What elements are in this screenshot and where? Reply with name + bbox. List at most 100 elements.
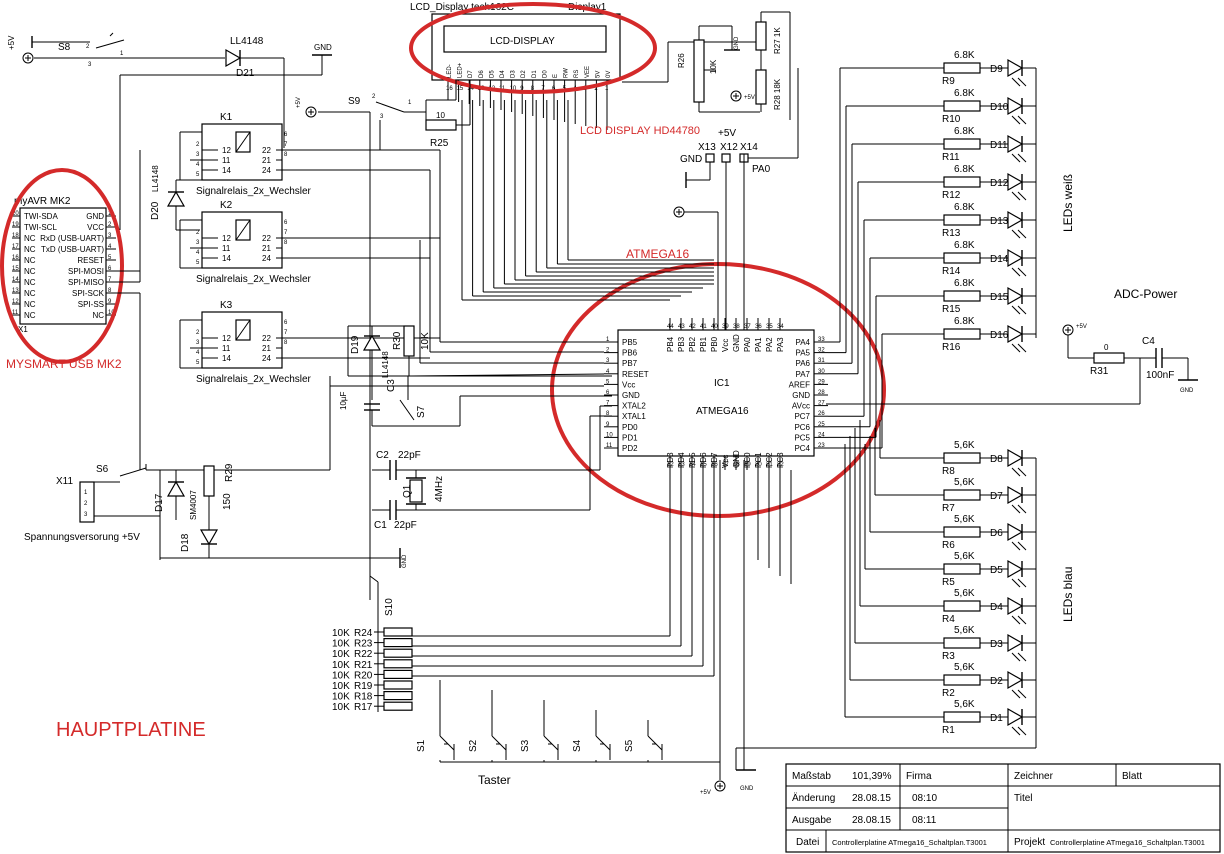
mcu-pin-gnd: GND: [792, 391, 810, 400]
mcu-pin-pa6: PA6: [795, 359, 810, 368]
mcu-pin-xtal1: XTAL1: [622, 412, 646, 421]
lcd-display: LCD_Display tech162C Display1 LCD-DISPLA…: [410, 2, 621, 130]
relay-pin: 12: [222, 146, 231, 155]
myavr-name: myAVR MK2: [14, 196, 71, 207]
led-ref: D4: [990, 602, 1003, 613]
leds-white-label: LEDs weiß: [1061, 174, 1075, 232]
lcd-pin-5v: 5V: [595, 71, 601, 78]
led-ref: D8: [990, 454, 1003, 465]
myavr-right-num: 7: [108, 277, 112, 283]
s7-label: S7: [416, 405, 427, 418]
mcu-pin-pc1: PC1: [754, 452, 763, 468]
lcd-pin-0v: 0V: [606, 71, 612, 78]
mcu-pin-num: 10: [606, 432, 613, 438]
mcu-pin-num: 14: [689, 462, 696, 468]
d17-label: D17: [154, 493, 165, 512]
relay-side-num: 2: [196, 330, 200, 336]
led-ref: D9: [990, 64, 1003, 75]
mcu-pin-num: 42: [689, 324, 696, 330]
myavr-right-pin: GND: [86, 212, 104, 221]
mcu-pin-num: 37: [744, 324, 751, 330]
r26-label: R26: [677, 53, 686, 68]
myavr-left-num: 19: [12, 222, 19, 228]
relay-label: Signalrelais_2x_Wechsler: [196, 186, 312, 197]
switch-label: S3: [520, 739, 531, 752]
gnd-power: GND: [402, 554, 408, 568]
adc-title: ADC-Power: [1114, 287, 1177, 301]
led-ref: D10: [990, 102, 1009, 113]
myavr-left-num: 13: [12, 288, 19, 294]
resistor-ref: R15: [942, 304, 961, 315]
lcd-pin-number: 7: [541, 86, 545, 92]
pulldown-ref: R21: [354, 660, 373, 671]
myavr-right-num: 2: [108, 222, 112, 228]
mcu-pin-num: 3: [606, 358, 610, 364]
mcu-pin-pb5: PB5: [622, 338, 638, 347]
lcd-pin-rw: RW: [564, 68, 570, 78]
led-ref: D7: [990, 491, 1003, 502]
tb-aenderung-time: 08:10: [912, 793, 937, 804]
c4-label: C4: [1142, 336, 1155, 347]
relay-pin: 14: [222, 254, 231, 263]
lcd-pin-number: 8: [531, 86, 535, 92]
pulldown-value: 10K: [332, 660, 350, 671]
d17-type: SM4007: [189, 490, 198, 520]
myavr-right-num: 8: [108, 288, 112, 294]
resistor-value: 6.8K: [954, 240, 975, 251]
d19-type: LL4148: [381, 351, 390, 378]
power-input: X11 1 2 3 Spannungsversorung +5V S6 D17 …: [24, 376, 408, 568]
x13-label: X13: [698, 142, 716, 153]
relay-pin: 21: [262, 156, 271, 165]
mcu-pin-num: 17: [722, 462, 729, 468]
relay-k2: K21211142221242345678Signalrelais_2x_Wec…: [179, 200, 440, 285]
q1-label: Q1: [402, 484, 413, 498]
myavr-right-pin: SPI-SCK: [72, 289, 105, 298]
relay-pin: 21: [262, 244, 271, 253]
mcu-pin-pd7: PD7: [710, 452, 719, 468]
r29-label: R29: [224, 463, 235, 482]
tb-aenderung-date: 28.08.15: [852, 793, 891, 804]
resistor-value: 5,6K: [954, 699, 975, 710]
lcd-pin-number: 2: [594, 86, 598, 92]
resistor-value: 6.8K: [954, 126, 975, 137]
resistor-ref: R11: [942, 152, 960, 163]
tb-blatt-label: Blatt: [1122, 771, 1142, 782]
mcu-pin-num: 40: [711, 324, 718, 330]
mcu-pin-num: 18: [733, 462, 740, 468]
relay-pin: 24: [262, 354, 271, 363]
led-ref: D6: [990, 528, 1003, 539]
mcu-pin-num: 35: [766, 324, 773, 330]
mcu-pin-vcc: Vcc: [721, 339, 730, 352]
leds-blue-label: LEDs blau: [1061, 567, 1075, 622]
led-ref: D11: [990, 140, 1008, 151]
plus5v-adc: +5V: [1076, 324, 1087, 330]
svg-text:1: 1: [120, 51, 124, 57]
myavr-mk2-module: myAVR MK2 X1 TWI-SDA20TWI-SCL19NC18NC17N…: [12, 196, 116, 334]
pulldown-ref: R24: [354, 628, 373, 639]
relay-label: Signalrelais_2x_Wechsler: [196, 374, 312, 385]
mcu-pin-num: 44: [667, 324, 674, 330]
s8-label: S8: [58, 42, 71, 53]
d20-label: D20: [150, 201, 161, 220]
mcu-pin-num: 19: [744, 462, 751, 468]
myavr-left-pin: NC: [24, 278, 36, 287]
tb-zeichner-label: Zeichner: [1014, 771, 1054, 782]
lcd-pin-number: 10: [510, 86, 517, 92]
gnd-label-top: GND: [314, 43, 332, 52]
switch-s5: S5: [624, 720, 663, 762]
lcd-pin-d5: D5: [489, 70, 495, 78]
r30-val: 10K: [420, 332, 431, 350]
led-ref: D12: [990, 178, 1009, 189]
myavr-left-pin: TWI-SDA: [24, 212, 58, 221]
resistor-ref: R7: [942, 503, 955, 514]
mcu-name: ATMEGA16: [696, 406, 749, 417]
tb-massstab-label: Maßstab: [792, 771, 831, 782]
mcu-pin-pa5: PA5: [795, 349, 810, 358]
svg-text:2: 2: [372, 94, 376, 100]
resistor-ref: R14: [942, 266, 961, 277]
